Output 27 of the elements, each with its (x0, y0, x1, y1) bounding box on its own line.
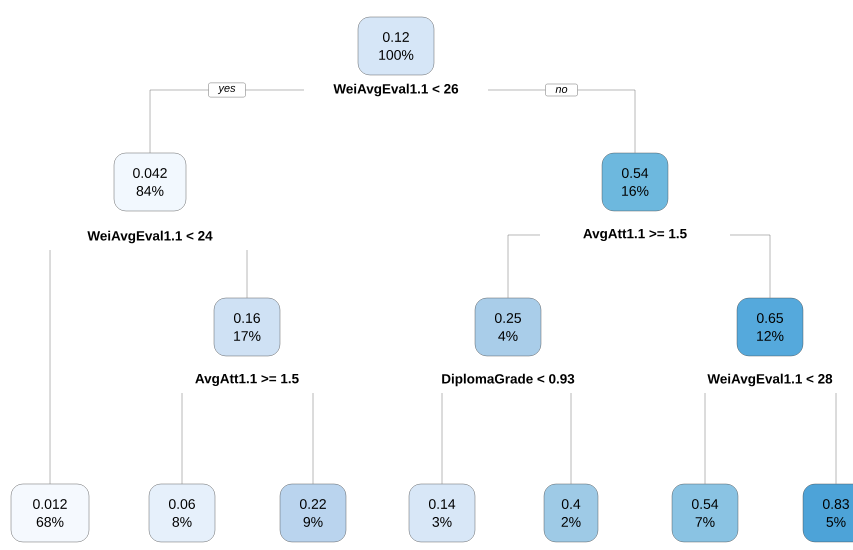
tree-node-box: 0.25 4% (474, 298, 542, 356)
split-label: AvgAtt1.1 >= 1.5 (195, 374, 299, 386)
split-label: WeiAvgEval1.1 < 26 (333, 84, 458, 96)
tree-node-box: 0.042 84% (114, 152, 186, 212)
tree-node-box: 0.14 3% (408, 484, 476, 542)
split-label: AvgAtt1.1 >= 1.5 (583, 228, 687, 242)
tree-node-box: 0.22 9% (280, 484, 346, 542)
split-label: DiplomaGrade < 0.93 (442, 374, 574, 386)
tree-branch-line (246, 250, 248, 298)
tree-node-box: 0.16 17% (214, 298, 280, 356)
tree-node-box: 0.65 12% (736, 298, 804, 356)
tree-node-box: 0.83 5% (802, 484, 853, 542)
tree-node-box: 0.54 7% (672, 484, 738, 542)
tree-node-box: 0.12 100% (358, 16, 434, 76)
tree-branch-line (570, 392, 572, 484)
edge-label: yes (208, 82, 246, 98)
tree-node-box: 0.06 8% (148, 484, 216, 542)
tree-branch-line (730, 234, 770, 298)
split-label: WeiAvgEval1.1 < 24 (87, 230, 213, 244)
split-label: WeiAvgEval1.1 < 28 (707, 374, 832, 386)
tree-branch-line (508, 234, 540, 298)
tree-node-box: 0.012 68% (10, 484, 90, 542)
edge-label: no (545, 84, 578, 96)
tree-branch-line (312, 392, 314, 484)
tree-node-box: 0.4 2% (544, 484, 598, 542)
tree-branch-line (704, 392, 706, 484)
tree-node-box: 0.54 16% (602, 152, 668, 212)
